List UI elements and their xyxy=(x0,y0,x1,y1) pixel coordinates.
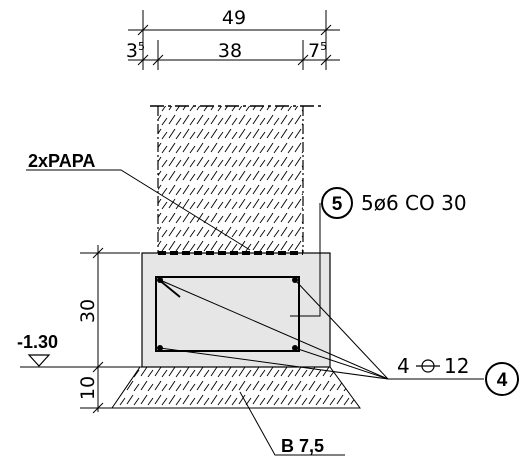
leader-lines xyxy=(26,169,484,456)
stirrup xyxy=(155,276,300,352)
elevation-label: -1.30 xyxy=(17,332,58,352)
left-offset-value: 3 xyxy=(126,40,138,62)
left-offset-sup: 5 xyxy=(138,40,145,53)
left-offset-label: 35 xyxy=(126,40,145,62)
right-offset-label: 75 xyxy=(308,40,327,62)
right-offset-sup: 5 xyxy=(320,40,327,53)
top-dimension-chain xyxy=(128,10,340,70)
wall-width-label: 38 xyxy=(218,40,242,62)
stirrup-marker-number: 5 xyxy=(332,194,343,215)
left-dimension-chain xyxy=(20,245,140,414)
lean-concrete-label: B 7,5 xyxy=(281,436,324,456)
footing-height-label: 30 xyxy=(77,299,99,323)
longitudinal-diameter-label: 12 xyxy=(444,354,469,378)
lean-concrete-base xyxy=(111,366,361,409)
longitudinal-marker-circle xyxy=(485,362,519,396)
elevation-triangle xyxy=(27,354,51,367)
wall-hatch xyxy=(158,106,303,253)
membrane-label: 2xPAPA xyxy=(28,151,95,171)
longitudinal-marker-number: 4 xyxy=(497,370,508,391)
longitudinal-count-label: 4 xyxy=(397,354,410,378)
stirrup-marker-circle xyxy=(321,187,353,219)
overall-width-label: 49 xyxy=(222,7,246,29)
right-offset-value: 7 xyxy=(308,40,320,62)
base-height-label: 10 xyxy=(77,376,99,400)
stirrup-spec-label: 5ø6 CO 30 xyxy=(361,191,467,215)
